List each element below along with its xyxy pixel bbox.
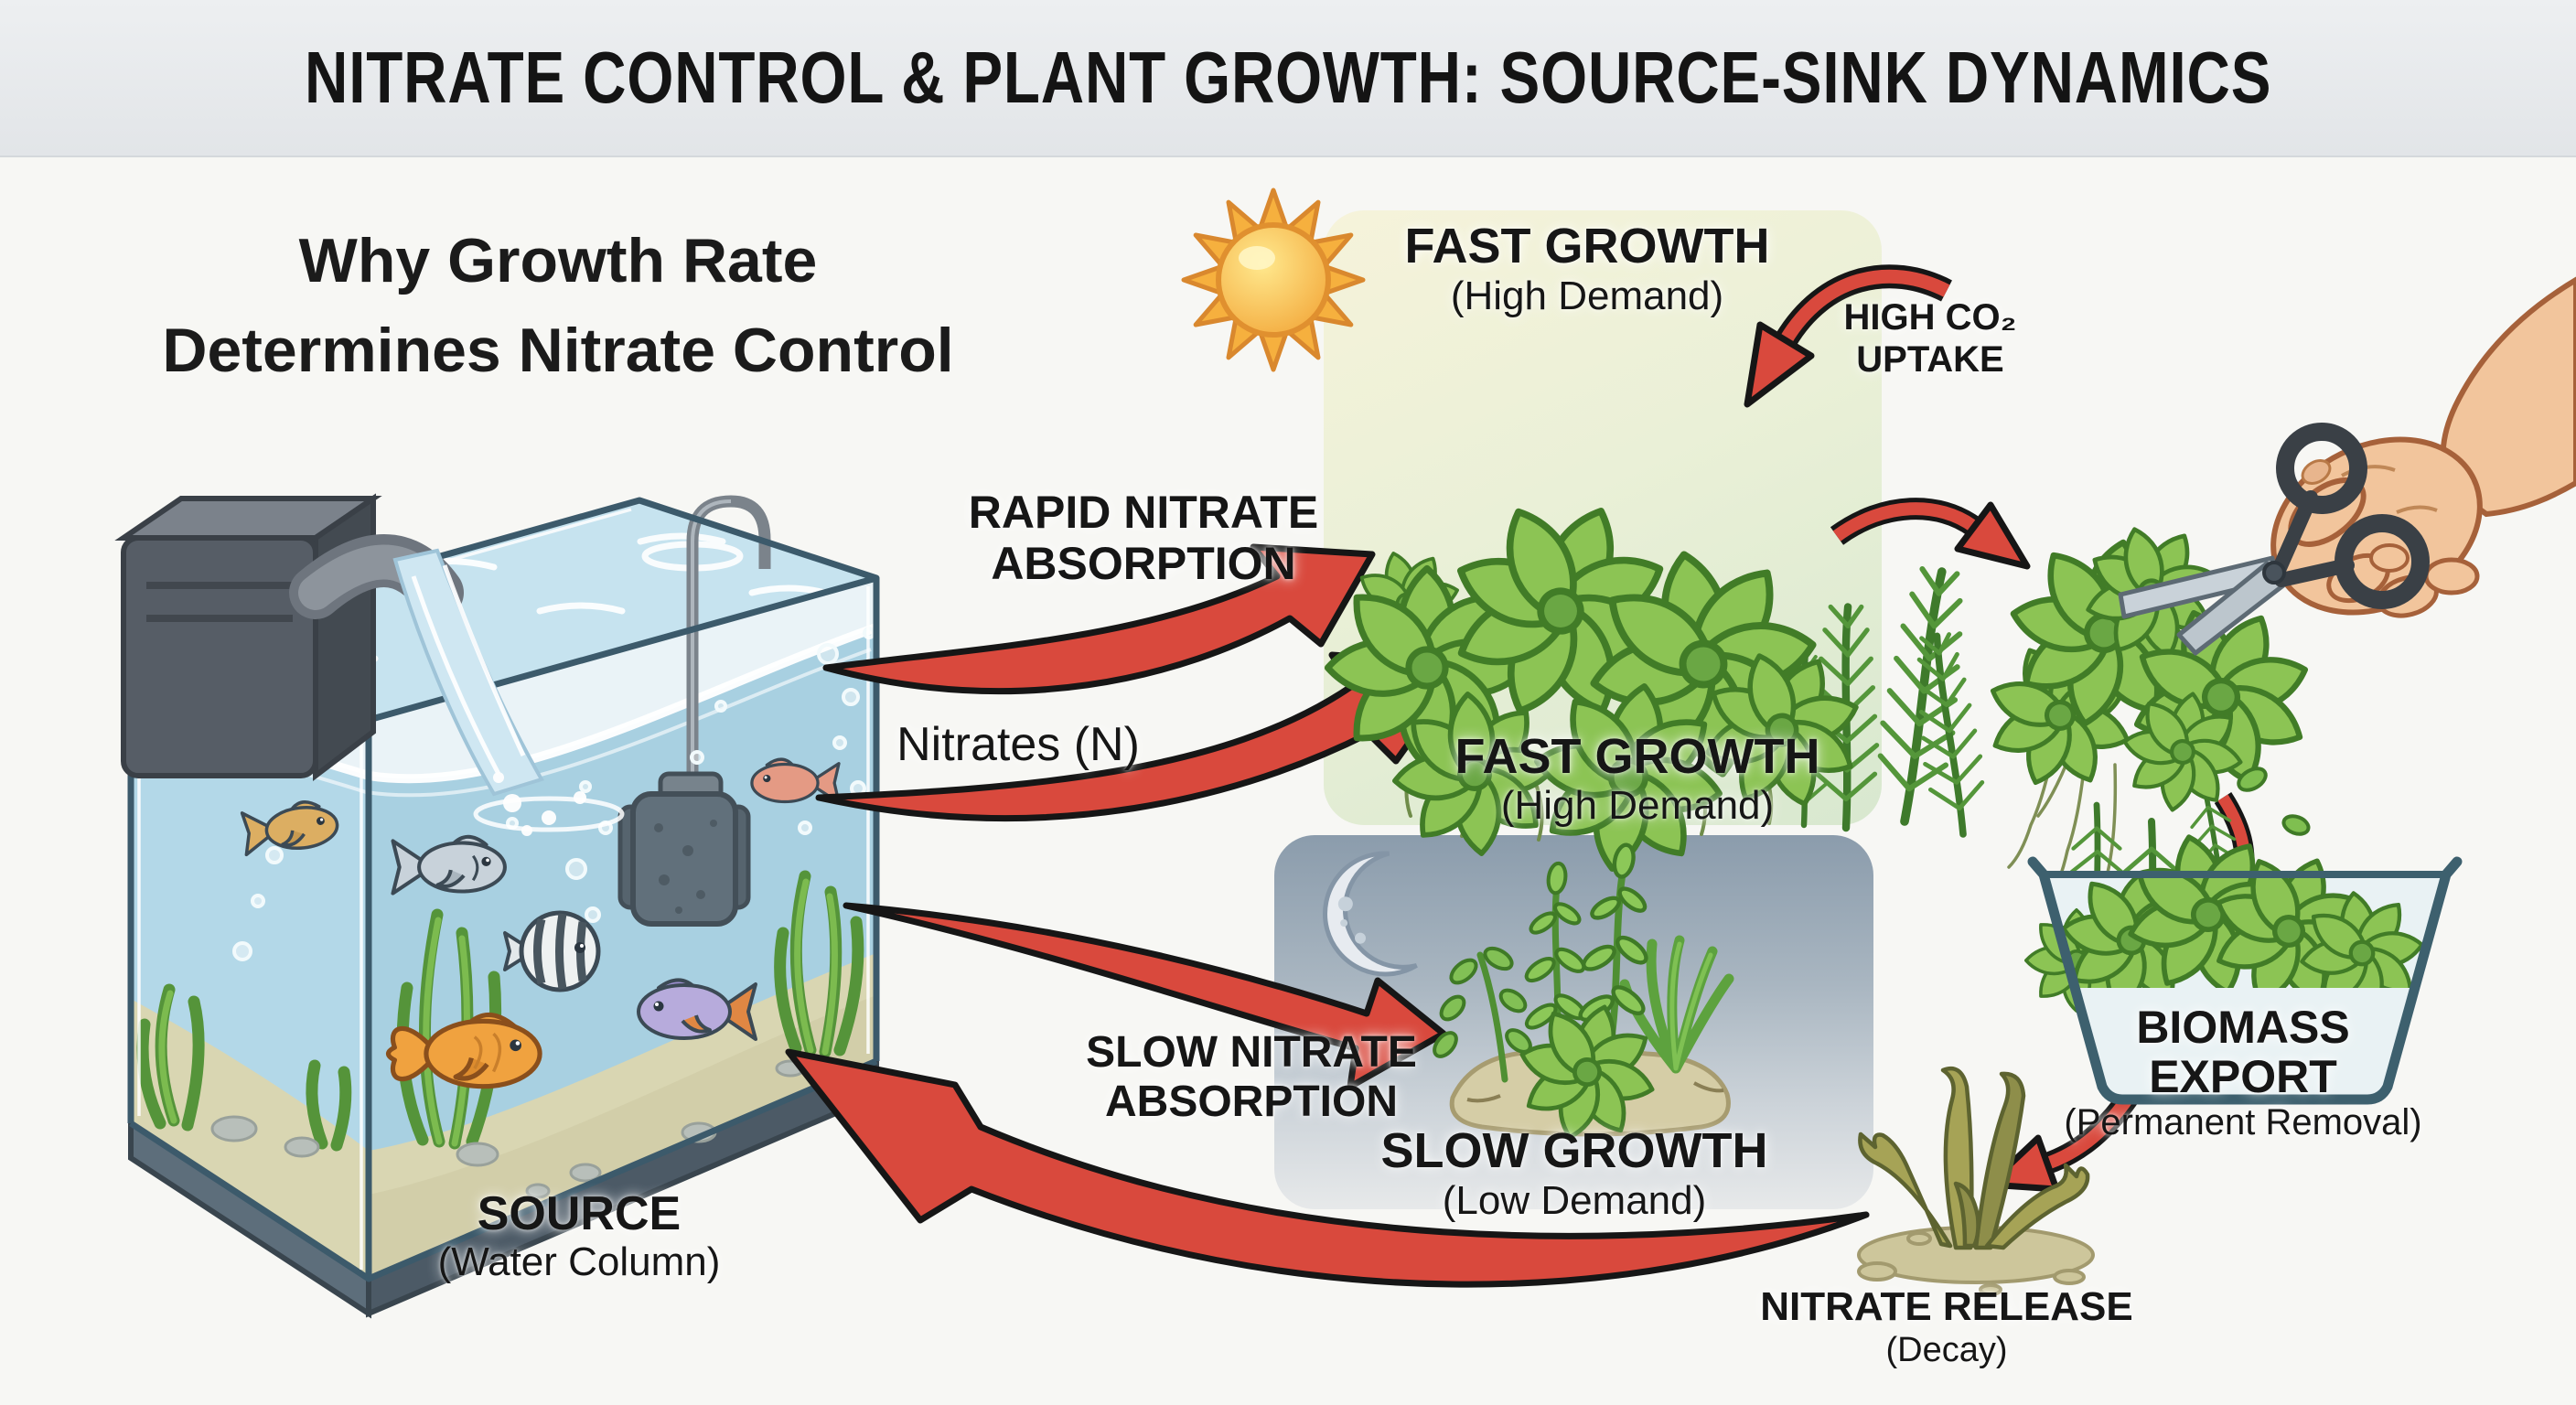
return-arrow xyxy=(785,1048,1870,1288)
fast-growth-top-label: FAST GROWTH (High Demand) xyxy=(1404,219,1770,318)
nitrates-label: Nitrates (N) xyxy=(896,718,1140,771)
rapid-absorption-label: RAPID NITRATE ABSORPTION xyxy=(968,487,1319,589)
decay-plant-icon xyxy=(1857,1066,2095,1296)
harvest-arrow xyxy=(1830,498,2031,570)
moon-icon xyxy=(1323,851,1418,977)
scissors-icon xyxy=(2118,423,2430,656)
slow-absorption-label: SLOW NITRATE ABSORPTION xyxy=(1086,1028,1417,1126)
fish-icon xyxy=(240,757,841,1089)
title-banner: NITRATE CONTROL & PLANT GROWTH: SOURCE-S… xyxy=(0,0,2576,157)
section-heading-line2: Determines Nitrate Control xyxy=(162,316,954,385)
co2-arrow xyxy=(1744,264,1952,408)
sun-icon xyxy=(1181,188,1366,372)
fast-growth-bottom-label: FAST GROWTH (High Demand) xyxy=(1454,729,1820,828)
co2-uptake-label: HIGH CO₂ UPTAKE xyxy=(1843,297,2017,380)
section-heading: Why Growth Rate Determines Nitrate Contr… xyxy=(119,216,997,395)
slow-growth-label: SLOW GROWTH (Low Demand) xyxy=(1380,1123,1768,1223)
nitrate-release-label: NITRATE RELEASE (Decay) xyxy=(1760,1284,2133,1369)
biomass-export-label: BIOMASS EXPORT (Permanent Removal) xyxy=(2064,1002,2422,1142)
biomass-container-icon xyxy=(2026,818,2463,1105)
source-label: SOURCE (Water Column) xyxy=(437,1187,721,1284)
bubbles-icon xyxy=(232,627,875,961)
page-title: NITRATE CONTROL & PLANT GROWTH: SOURCE-S… xyxy=(304,37,2272,118)
rapid-arrow-upper xyxy=(822,543,1376,695)
aquarium-icon xyxy=(114,493,880,1319)
heater-icon xyxy=(617,495,771,927)
filter-icon xyxy=(114,493,625,836)
slow-panel-plants-icon xyxy=(1433,842,1734,1155)
fast-panel-plants-icon xyxy=(1327,471,1991,886)
section-heading-line1: Why Growth Rate xyxy=(298,226,818,295)
